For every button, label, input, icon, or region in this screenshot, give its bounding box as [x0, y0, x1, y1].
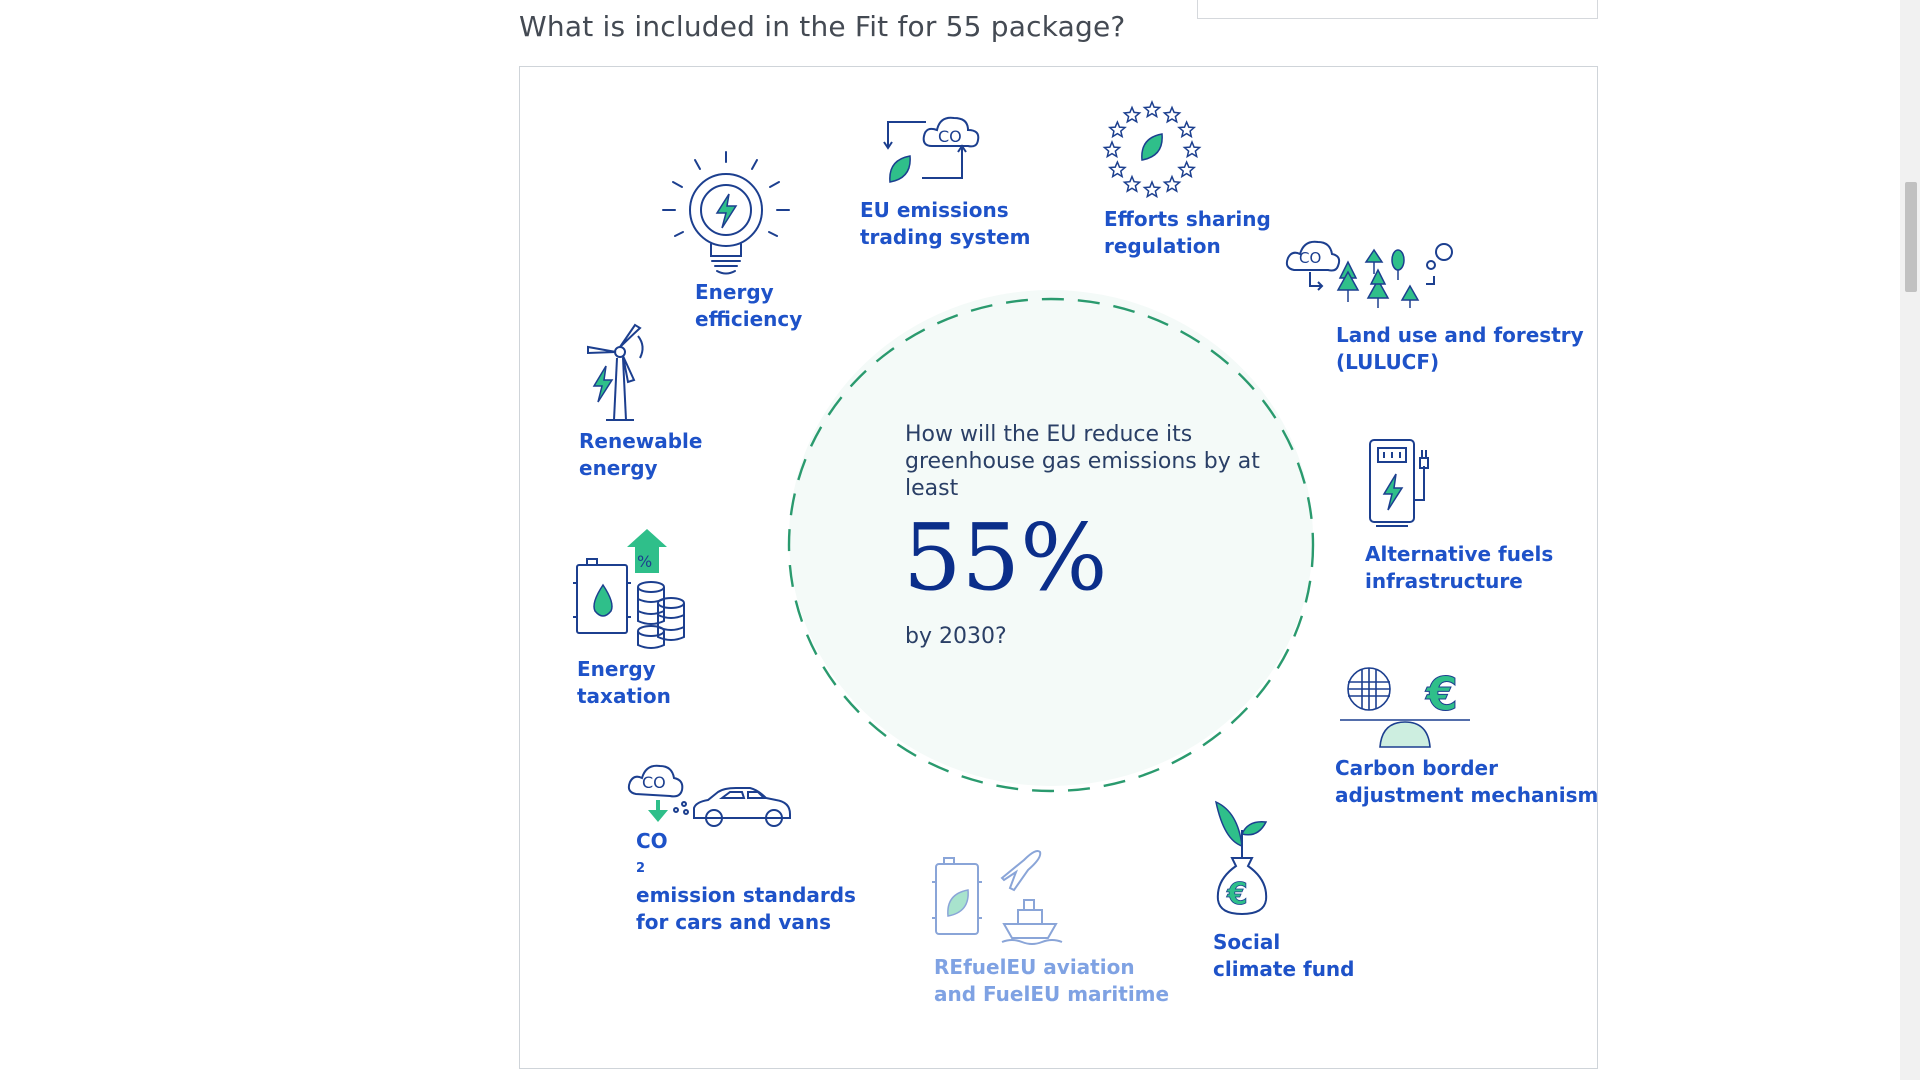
eu-stars-leaf-icon — [1102, 100, 1202, 199]
svg-text:€: € — [1425, 667, 1458, 721]
star-shape — [1162, 174, 1182, 193]
wind-turbine-icon — [587, 323, 644, 421]
co2-car-icon: CO — [627, 764, 791, 827]
star-shape — [1182, 140, 1202, 159]
lightbulb-gear-icon — [662, 151, 790, 275]
sidebar-box — [1197, 0, 1598, 19]
star-shape — [1177, 160, 1197, 179]
page-title: What is included in the Fit for 55 packa… — [519, 10, 1126, 43]
svg-text:€: € — [1226, 877, 1248, 912]
co2-cloud-leaf-icon: CO — [883, 116, 980, 183]
co2-trees-icon: CO — [1285, 240, 1453, 308]
star-shape — [1102, 140, 1122, 159]
label-lulucf: Land use and forestry(LULUCF) — [1336, 323, 1584, 374]
co2-text: CO — [938, 127, 962, 146]
star-shape — [1122, 174, 1142, 193]
star-shape — [1142, 180, 1162, 199]
scrollbar-thumb[interactable] — [1905, 182, 1917, 292]
star-shape — [1122, 105, 1142, 124]
oil-barrel-coins-icon: % — [573, 529, 685, 649]
balance-globe-euro-icon: € — [1340, 667, 1470, 748]
star-shape — [1107, 160, 1127, 179]
center-circle — [787, 290, 1315, 793]
star-shape — [1107, 120, 1127, 139]
fuel-plane-ship-icon — [932, 850, 1063, 945]
star-shape — [1142, 100, 1162, 119]
star-shape — [1177, 120, 1197, 139]
charging-station-icon — [1369, 439, 1429, 527]
center-by-year: by 2030? — [905, 624, 1007, 649]
center-question: How will the EU reduce its greenhouse ga… — [905, 422, 1260, 501]
star-shape — [1162, 105, 1182, 124]
scrollbar-track[interactable] — [1900, 0, 1920, 1080]
center-percent: 55% — [903, 504, 1108, 611]
svg-text:CO: CO — [642, 773, 666, 792]
svg-text:CO: CO — [1299, 249, 1321, 267]
svg-text:%: % — [637, 552, 652, 571]
money-bag-plant-icon: € — [1214, 800, 1268, 916]
